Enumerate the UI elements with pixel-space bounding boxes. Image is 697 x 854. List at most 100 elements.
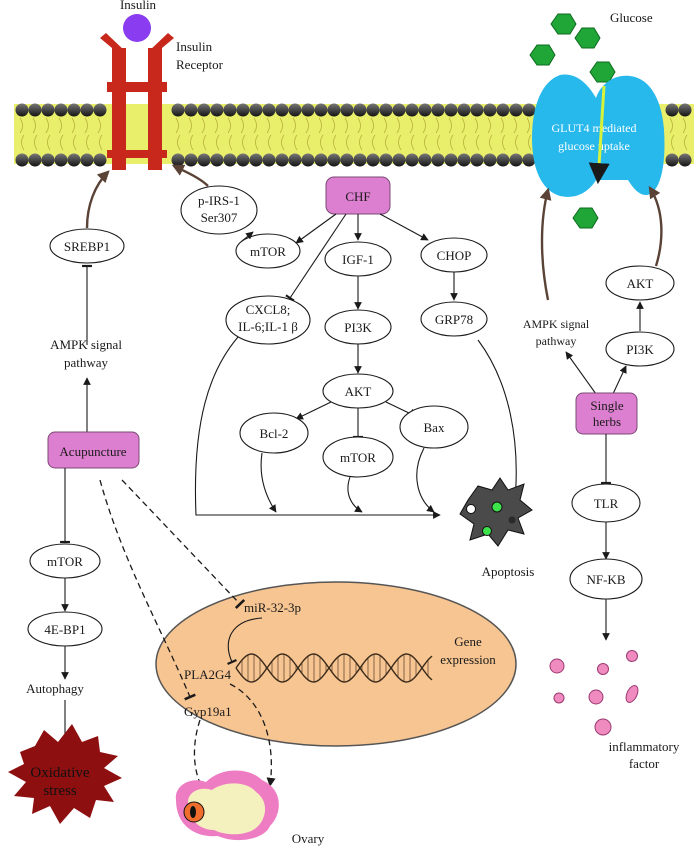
single-herbs-label-line2: herbs	[593, 414, 621, 429]
dna-strand	[235, 653, 433, 683]
phospholipid-head	[275, 103, 289, 117]
lipid-tail	[513, 117, 519, 151]
right-ampk-label-line1: AMPK signal	[523, 317, 590, 331]
phospholipid-head	[288, 153, 302, 167]
phospholipid-head	[15, 103, 29, 117]
akt-to-glut4-arrow	[648, 185, 663, 267]
lipid-tail	[97, 117, 103, 151]
glucose-hexagon	[550, 13, 577, 35]
srebp1-node	[49, 228, 125, 264]
lipid-tail	[32, 117, 38, 151]
upper-mtor-node	[235, 233, 301, 269]
mtor-to-apoptosis-arrow	[347, 476, 363, 513]
lipid-tail	[318, 117, 324, 151]
inflammatory-factor-label-line2: factor	[629, 756, 660, 771]
lipid-tail	[19, 117, 25, 151]
lipid-tail	[487, 117, 493, 151]
inflammatory-particle	[597, 663, 609, 675]
akt-label: AKT	[345, 384, 372, 399]
dna-strand	[235, 653, 433, 683]
inflammatory-factor-label-line1: inflammatory	[609, 739, 680, 754]
phospholipid-head	[327, 153, 341, 167]
lipid-tail	[526, 117, 532, 151]
inflammatory-particle	[549, 658, 565, 674]
phospholipid-head	[665, 103, 679, 117]
glut4-label-line1: GLUT4 mediated	[552, 121, 637, 135]
phospholipid-head	[405, 103, 419, 117]
glucose-hexagon	[574, 27, 601, 49]
lipid-tails	[19, 117, 688, 151]
phospholipid-head	[171, 103, 185, 117]
pla2g4-to-ovary-dashed	[229, 683, 276, 787]
lipid-tail	[45, 117, 51, 151]
right-akt-label: AKT	[627, 276, 654, 291]
phospholipid-head	[353, 103, 367, 117]
single-herbs-to-pi3k-arrow	[611, 365, 627, 397]
lipid-tail	[331, 117, 337, 151]
apoptotic-cell	[459, 477, 533, 547]
glucose-hexagon	[572, 207, 599, 229]
chf-to-chop-arrow	[379, 213, 429, 241]
apoptotic-fragment	[508, 516, 516, 524]
grp78-node	[420, 301, 488, 337]
lipid-tail	[396, 117, 402, 151]
phospholipid-head	[93, 153, 107, 167]
phospholipid-head	[197, 153, 211, 167]
insulin-receptor	[100, 14, 174, 170]
srebp1-label: SREBP1	[64, 239, 110, 254]
lipid-tail	[383, 117, 389, 151]
phospholipid-head	[678, 153, 692, 167]
lipid-tail	[188, 117, 194, 151]
pla2g4-label: PLA2G4	[184, 667, 231, 682]
mir-inhibits-pla2g4	[227, 617, 263, 666]
phospholipid-head	[314, 103, 328, 117]
bcl2-node	[239, 412, 309, 454]
glucose-hexagon	[529, 44, 556, 66]
phospholipid-head	[54, 153, 68, 167]
phospholipid-head	[67, 103, 81, 117]
lipid-tail	[279, 117, 285, 151]
phospholipid-head	[470, 153, 484, 167]
ovary-label: Ovary	[292, 831, 325, 846]
phospholipid-head	[41, 153, 55, 167]
right-ampk-label-line2: pathway	[536, 334, 577, 348]
phospholipid-head	[509, 153, 523, 167]
inflammatory-factor-cluster	[549, 650, 639, 736]
phospholipid-head	[457, 153, 471, 167]
bax-label: Bax	[424, 420, 445, 435]
phospholipid-head	[327, 103, 341, 117]
apoptotic-vesicle	[466, 504, 476, 514]
phospholipid-head	[405, 153, 419, 167]
phospholipid-head	[262, 153, 276, 167]
phospholipid-head	[353, 153, 367, 167]
left-ampk-label-line2: pathway	[64, 355, 109, 370]
nfkb-label: NF-KB	[586, 572, 625, 587]
lipid-tail	[266, 117, 272, 151]
cxcl8-label-line1: CXCL8;	[246, 302, 291, 317]
akt-inhibits-bax	[385, 401, 415, 419]
phospholipid-head	[340, 153, 354, 167]
lipid-tail	[448, 117, 454, 151]
p-irs1-label-line1: p-IRS-1	[198, 193, 240, 208]
lipid-tail	[370, 117, 376, 151]
phospholipid-head	[197, 103, 211, 117]
phospholipid-head	[301, 103, 315, 117]
phospholipid-head	[522, 103, 536, 117]
p-irs1-label-line2: Ser307	[201, 210, 238, 225]
receptor-left-arm	[100, 33, 126, 52]
phospholipid-head	[54, 103, 68, 117]
phospholipid-head	[470, 103, 484, 117]
inflammatory-particle	[625, 685, 639, 703]
chf-inhibits-cxcl8	[285, 213, 347, 302]
phospholipid-head	[366, 103, 380, 117]
ovary-illustration	[175, 770, 279, 841]
right-akt-node	[605, 265, 675, 301]
phospholipid-head	[366, 153, 380, 167]
lipid-tail	[58, 117, 64, 151]
phospholipid-head	[496, 153, 510, 167]
chf-label: CHF	[345, 189, 370, 204]
receptor-bridge-lower	[107, 150, 167, 158]
lipid-tail	[422, 117, 428, 151]
phospholipid-head	[210, 153, 224, 167]
grp78-label: GRP78	[435, 312, 473, 327]
